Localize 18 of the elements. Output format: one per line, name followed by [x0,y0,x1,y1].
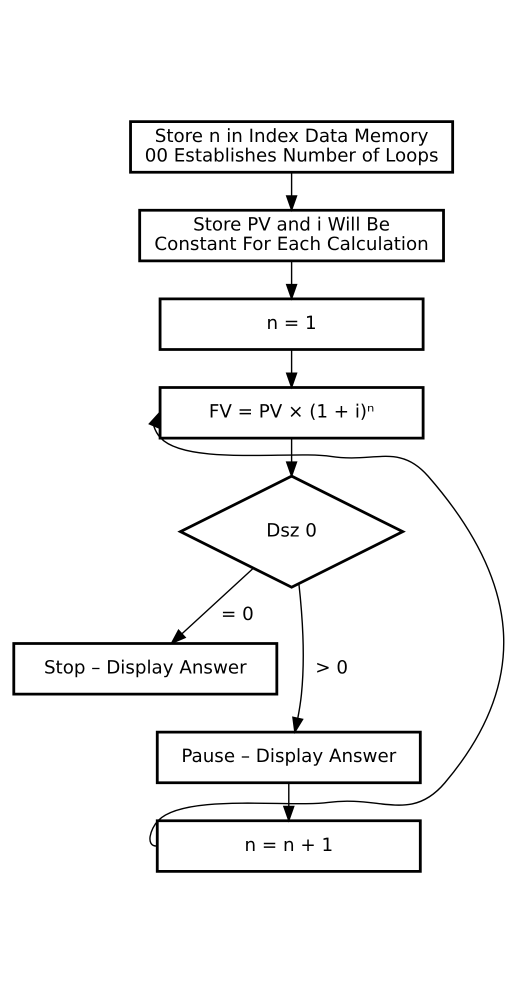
node-diamond: Dsz 0 [177,474,406,589]
arrow [286,261,298,301]
node-box: n = 1 [158,297,425,351]
node-box: n = n + 1 [156,819,422,873]
arrow [286,172,298,212]
arrow [148,410,504,847]
arrow [286,350,298,390]
arrow [170,568,254,645]
node-box: Store n in Index Data Memory 00 Establishes Number of Loops [129,120,454,174]
edge-label: = 0 [220,604,254,626]
node-box: Store PV and i Will Be Constant For Each Calculation [138,208,445,262]
node-box: FV = PV × (1 + i)ⁿ [158,386,425,440]
edge-label: > 0 [315,658,348,679]
arrow [282,783,295,823]
arrow [292,584,304,734]
node-box: Pause – Display Answer [156,730,422,784]
arrow [286,438,298,478]
node-box: Stop – Display Answer [12,642,278,696]
